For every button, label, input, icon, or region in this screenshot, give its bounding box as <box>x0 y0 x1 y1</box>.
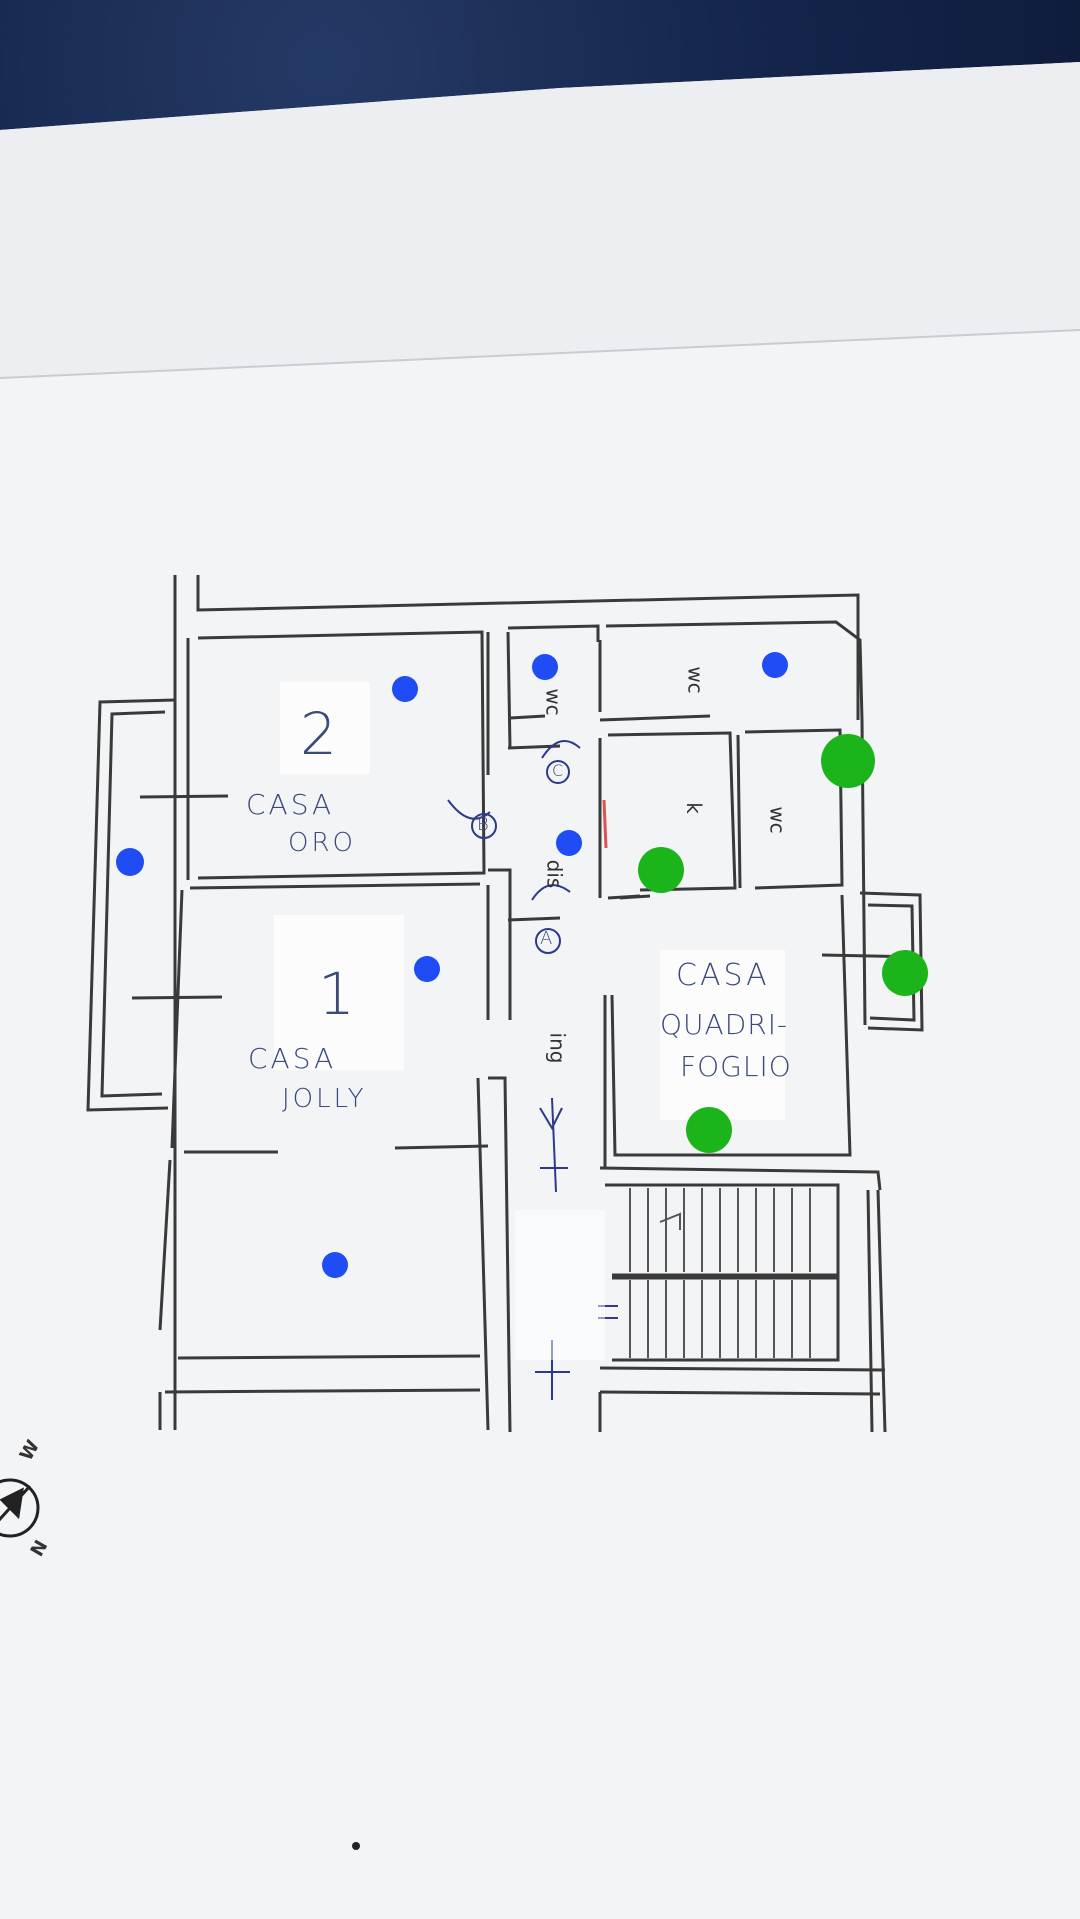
apartment-name-quadrifoglio-line1: CASA <box>676 958 770 993</box>
green-marker <box>821 734 875 788</box>
room-label-ing: ing <box>545 1032 570 1064</box>
apartment-name-quadrifoglio-line3: FOGLIO <box>680 1050 792 1083</box>
blue-marker <box>762 652 788 678</box>
blue-marker <box>556 830 582 856</box>
pen-speck <box>352 1842 360 1850</box>
red-mark <box>602 799 608 849</box>
compass-rose <box>0 1478 40 1538</box>
paper <box>0 62 1080 1919</box>
blue-marker <box>322 1252 348 1278</box>
blue-marker <box>414 956 440 982</box>
room-label-wc-left: wc <box>541 688 566 716</box>
room-label-wc-right: wc <box>765 806 790 834</box>
green-marker <box>638 847 684 893</box>
note-stair <box>515 1210 605 1360</box>
marker-label-a: A <box>540 928 553 949</box>
apartment-name-oro-line1: CASA <box>246 788 335 821</box>
apartment-name-oro-line2: ORO <box>288 828 356 858</box>
marker-label-b: B <box>477 814 489 835</box>
room-label-kitchen: k <box>681 802 706 814</box>
blue-marker <box>116 848 144 876</box>
staircase-steps <box>629 1188 811 1358</box>
apartment-name-quadrifoglio-line2: QUADRI- <box>660 1008 789 1041</box>
circled-markers <box>471 760 570 954</box>
green-marker <box>882 950 928 996</box>
note-quadrifoglio <box>660 950 785 1120</box>
blue-marker <box>532 654 558 680</box>
paper-fold-top <box>0 62 1080 378</box>
blue-marker <box>392 676 418 702</box>
room-label-dis: dis <box>542 859 567 889</box>
apartment-number-jolly: 1 <box>318 960 358 1028</box>
plan-walls <box>86 575 924 1433</box>
note-oro <box>280 682 370 774</box>
note-jolly <box>274 915 404 1070</box>
apartment-name-jolly-line2: JOLLY <box>282 1084 367 1114</box>
green-marker <box>686 1107 732 1153</box>
room-label-wc-top: wc <box>683 666 708 694</box>
apartment-number-oro: 2 <box>300 700 340 768</box>
apartment-name-jolly-line1: CASA <box>248 1042 337 1075</box>
paper-fold-line <box>0 329 1080 379</box>
marker-label-c: C <box>552 761 564 780</box>
